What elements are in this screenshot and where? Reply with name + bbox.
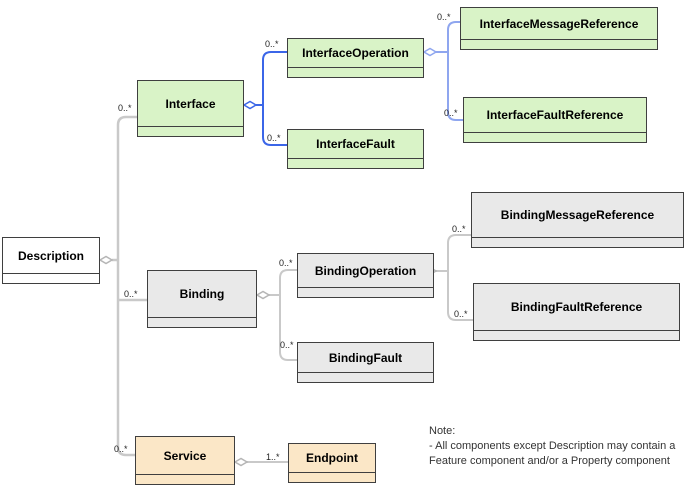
multiplicity-description-service: 0..* <box>114 444 128 454</box>
connector-interface-operation-trunk <box>436 21 463 121</box>
node-binding-message-reference-compartment <box>472 238 683 247</box>
node-interface-fault[interactable]: InterfaceFault <box>287 129 424 169</box>
node-binding-compartment <box>148 318 256 327</box>
node-interface-message-reference-compartment <box>461 40 657 49</box>
node-interface-fault-compartment <box>288 159 423 168</box>
node-interface-fault-reference-label: InterfaceFaultReference <box>464 98 646 133</box>
note-title: Note: <box>429 425 456 437</box>
node-service[interactable]: Service <box>135 436 235 485</box>
node-binding-fault-compartment <box>298 373 433 382</box>
node-interface-operation-label: InterfaceOperation <box>288 39 423 68</box>
connector-binding-operation-trunk <box>436 234 473 321</box>
node-binding-operation-compartment <box>298 288 433 297</box>
node-binding-fault-reference[interactable]: BindingFaultReference <box>473 283 680 341</box>
node-endpoint[interactable]: Endpoint <box>288 443 376 483</box>
node-endpoint-label: Endpoint <box>289 444 375 473</box>
node-interface-fault-reference-compartment <box>464 133 646 142</box>
node-interface[interactable]: Interface <box>137 80 244 137</box>
multiplicity-binding-message-reference: 0..* <box>452 224 466 234</box>
multiplicity-operation-message-reference: 0..* <box>437 12 451 22</box>
aggregation-diamond-interface <box>242 100 258 110</box>
connector-interface-trunk <box>256 51 287 146</box>
node-binding-operation[interactable]: BindingOperation <box>297 253 434 298</box>
note-text: Note: - All components except Descriptio… <box>429 424 697 469</box>
node-binding-message-reference[interactable]: BindingMessageReference <box>471 192 684 248</box>
node-endpoint-compartment <box>289 473 375 482</box>
node-interface-compartment <box>138 127 243 136</box>
aggregation-diamond-service <box>233 457 249 467</box>
multiplicity-service-endpoint: 1..* <box>266 452 280 462</box>
aggregation-diamond-description <box>98 255 114 265</box>
node-interface-operation-compartment <box>288 68 423 77</box>
multiplicity-interface-operation: 0..* <box>265 39 279 49</box>
node-description[interactable]: Description <box>2 237 100 284</box>
node-binding-operation-label: BindingOperation <box>298 254 433 288</box>
multiplicity-binding-fault-reference: 0..* <box>454 309 468 319</box>
node-interface-label: Interface <box>138 81 243 127</box>
aggregation-diamond-interface-operation <box>422 47 438 57</box>
node-binding-fault-reference-compartment <box>474 331 679 340</box>
connector-description-trunk <box>112 115 147 457</box>
node-interface-fault-label: InterfaceFault <box>288 130 423 159</box>
node-interface-message-reference[interactable]: InterfaceMessageReference <box>460 7 658 50</box>
node-binding[interactable]: Binding <box>147 270 257 328</box>
node-interface-message-reference-label: InterfaceMessageReference <box>461 8 657 40</box>
node-interface-operation[interactable]: InterfaceOperation <box>287 38 424 78</box>
node-binding-label: Binding <box>148 271 256 318</box>
node-service-label: Service <box>136 437 234 475</box>
multiplicity-description-binding: 0..* <box>124 289 138 299</box>
node-description-label: Description <box>3 238 99 274</box>
node-service-compartment <box>136 475 234 484</box>
note-line-1: - All components except Description may … <box>429 440 676 452</box>
multiplicity-binding-fault: 0..* <box>280 340 294 350</box>
multiplicity-operation-fault-reference: 0..* <box>444 108 458 118</box>
node-binding-message-reference-label: BindingMessageReference <box>472 193 683 238</box>
note-line-2: Feature component and/or a Property comp… <box>429 455 670 467</box>
node-description-compartment <box>3 274 99 283</box>
node-binding-fault-label: BindingFault <box>298 343 433 373</box>
multiplicity-description-interface: 0..* <box>118 103 132 113</box>
multiplicity-interface-fault: 0..* <box>267 133 281 143</box>
multiplicity-binding-operation: 0..* <box>279 258 293 268</box>
aggregation-diamond-binding <box>255 290 271 300</box>
node-interface-fault-reference[interactable]: InterfaceFaultReference <box>463 97 647 143</box>
node-binding-fault[interactable]: BindingFault <box>297 342 434 383</box>
node-binding-fault-reference-label: BindingFaultReference <box>474 284 679 331</box>
connector-binding-trunk <box>269 269 297 361</box>
